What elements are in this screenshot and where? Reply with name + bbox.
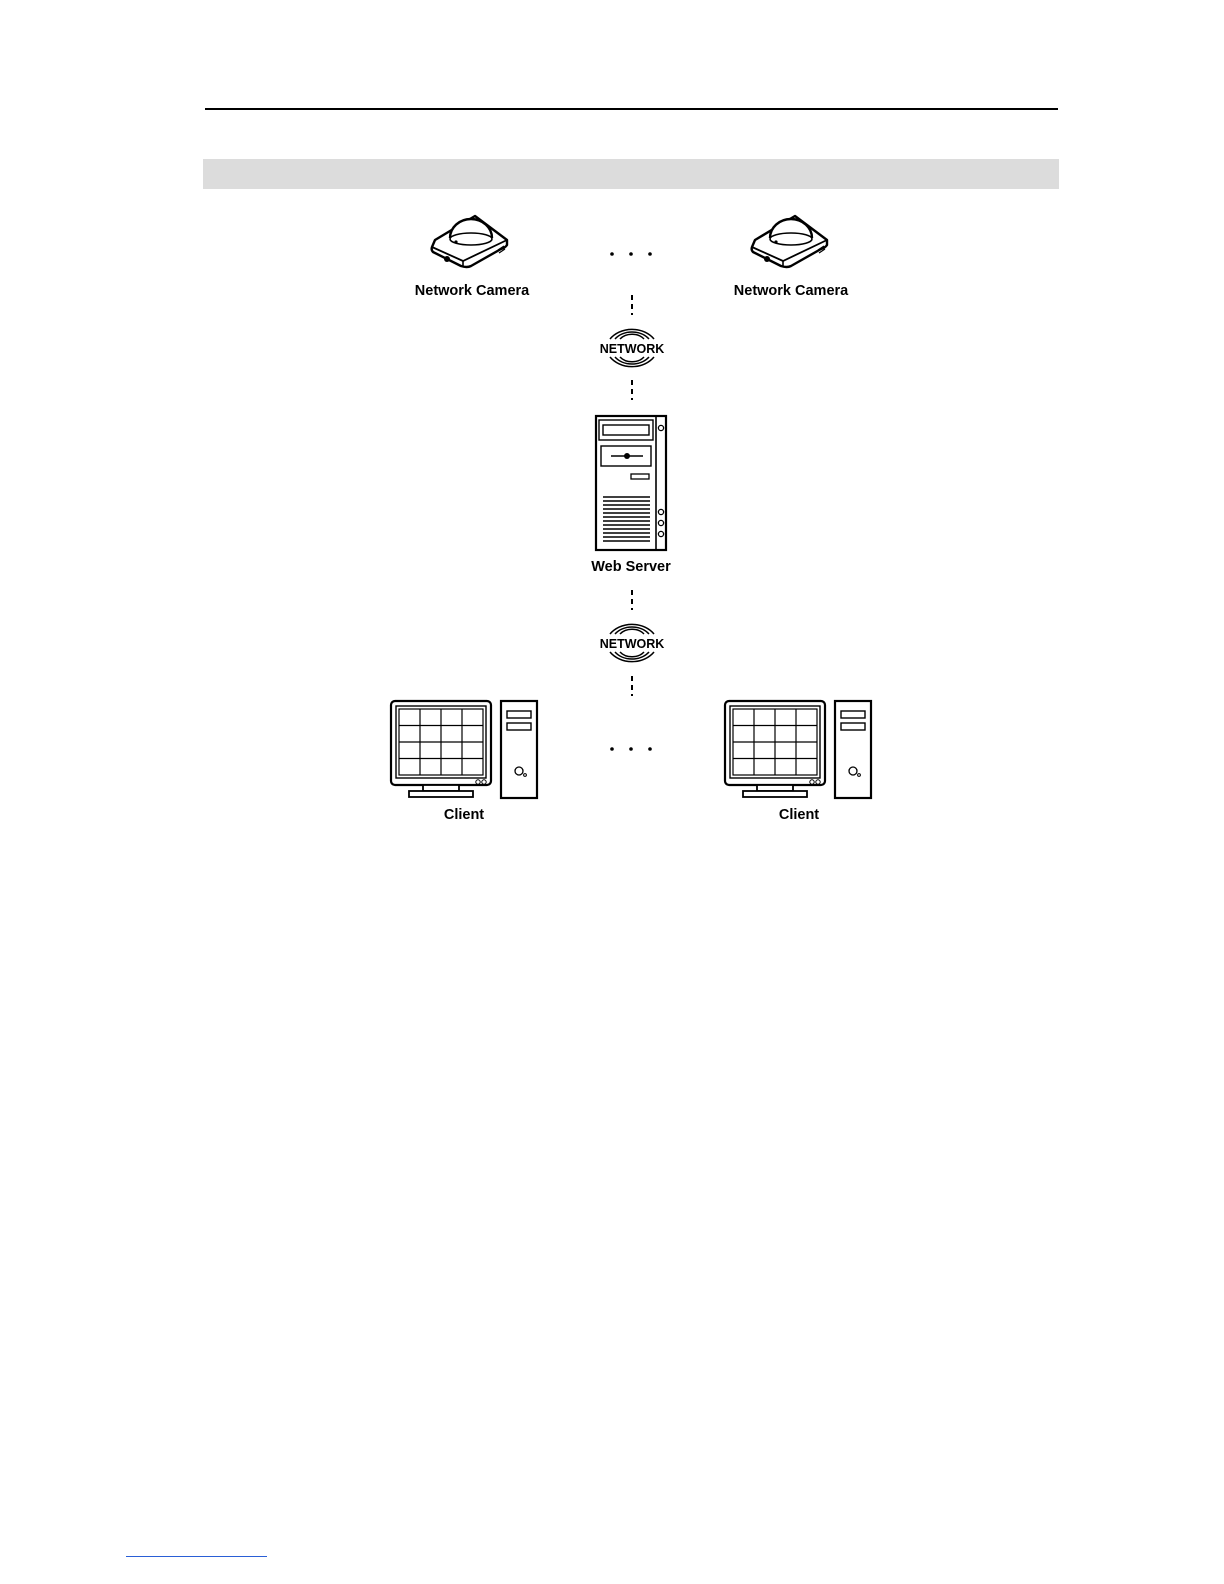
- server-label: Web Server: [591, 559, 671, 575]
- network-label: NETWORK: [600, 342, 665, 356]
- camera-label: Network Camera: [734, 283, 849, 299]
- camera-label: Network Camera: [415, 283, 530, 299]
- ellipsis-icon: [610, 747, 652, 751]
- client-pc-icon: [725, 701, 871, 798]
- camera-icon: [432, 216, 507, 267]
- client-label: Client: [444, 807, 484, 823]
- footnote-rule: [126, 1556, 267, 1557]
- camera-icon: [752, 216, 827, 267]
- ellipsis-icon: [610, 252, 652, 256]
- client-label: Client: [779, 807, 819, 823]
- server-icon: [596, 416, 666, 550]
- client-pc-icon: [391, 701, 537, 798]
- network-label: NETWORK: [600, 637, 665, 651]
